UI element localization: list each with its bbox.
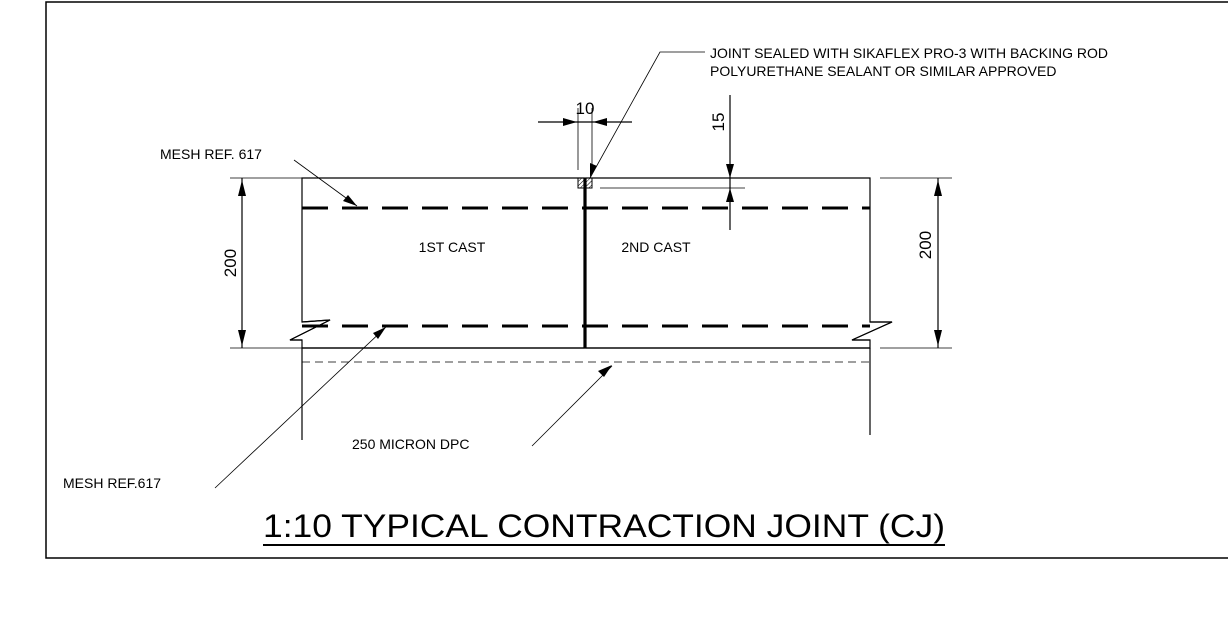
seal-depth-value: 15 xyxy=(709,113,728,132)
first-cast-label: 1ST CAST xyxy=(419,239,486,255)
mesh-bottom-label: MESH REF.617 xyxy=(63,475,161,491)
left-slab-dimension: 200 xyxy=(221,177,302,349)
left-break-line xyxy=(289,319,331,341)
dpc-label: 250 MICRON DPC xyxy=(352,436,469,452)
second-cast-label: 2ND CAST xyxy=(621,239,691,255)
seal-depth-dimension: 15 xyxy=(600,95,745,230)
mesh-bottom-leader xyxy=(214,326,387,489)
left-dim-value: 200 xyxy=(221,249,240,277)
joint-sealant xyxy=(577,177,593,189)
joint-width-value: 10 xyxy=(576,99,595,118)
drawing-title: 1:10 TYPICAL CONTRACTION JOINT (CJ) xyxy=(263,508,945,544)
dpc-leader xyxy=(531,365,613,447)
joint-note-leader xyxy=(589,51,705,179)
right-break-line xyxy=(851,321,893,341)
joint-note-line-2: POLYURETHANE SEALANT OR SIMILAR APPROVED xyxy=(710,63,1056,79)
right-slab-dimension: 200 xyxy=(880,177,952,349)
slab-second-cast xyxy=(585,177,893,349)
slab-first-cast xyxy=(289,177,585,349)
right-dim-value: 200 xyxy=(916,231,935,259)
mesh-top-label: MESH REF. 617 xyxy=(160,146,262,162)
drawing-border xyxy=(45,1,1228,559)
joint-width-dimension: 10 xyxy=(538,99,632,170)
joint-note-line-1: JOINT SEALED WITH SIKAFLEX PRO-3 WITH BA… xyxy=(710,45,1108,61)
